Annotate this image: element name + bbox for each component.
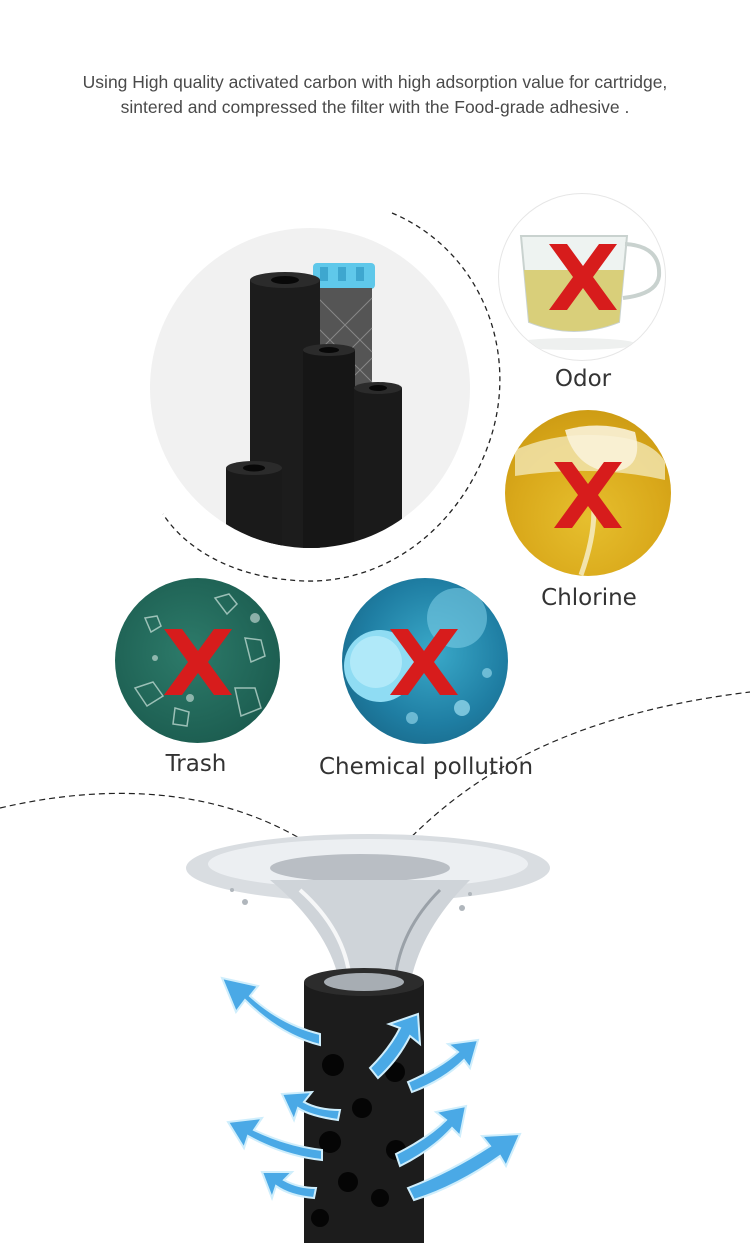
intro-text: Using High quality activated carbon with… — [0, 70, 750, 120]
intro-line-2: sintered and compressed the filter with … — [120, 97, 630, 117]
trash-x-icon — [164, 629, 232, 695]
trash-label: Trash — [165, 751, 227, 777]
chemical-pollution-x-icon — [390, 629, 458, 695]
carbon-filter-image — [150, 228, 470, 548]
intro-line-1: Using High quality activated carbon with… — [82, 72, 668, 92]
chemical-pollution-label: Chemical pollution — [318, 754, 534, 780]
chlorine-x-icon — [554, 462, 622, 528]
odor-label: Odor — [554, 366, 612, 392]
water-arrow-icon — [220, 976, 522, 1202]
chlorine-label: Chlorine — [541, 585, 637, 611]
odor-x-icon — [549, 244, 617, 310]
water-flow-illustration — [186, 834, 550, 1243]
